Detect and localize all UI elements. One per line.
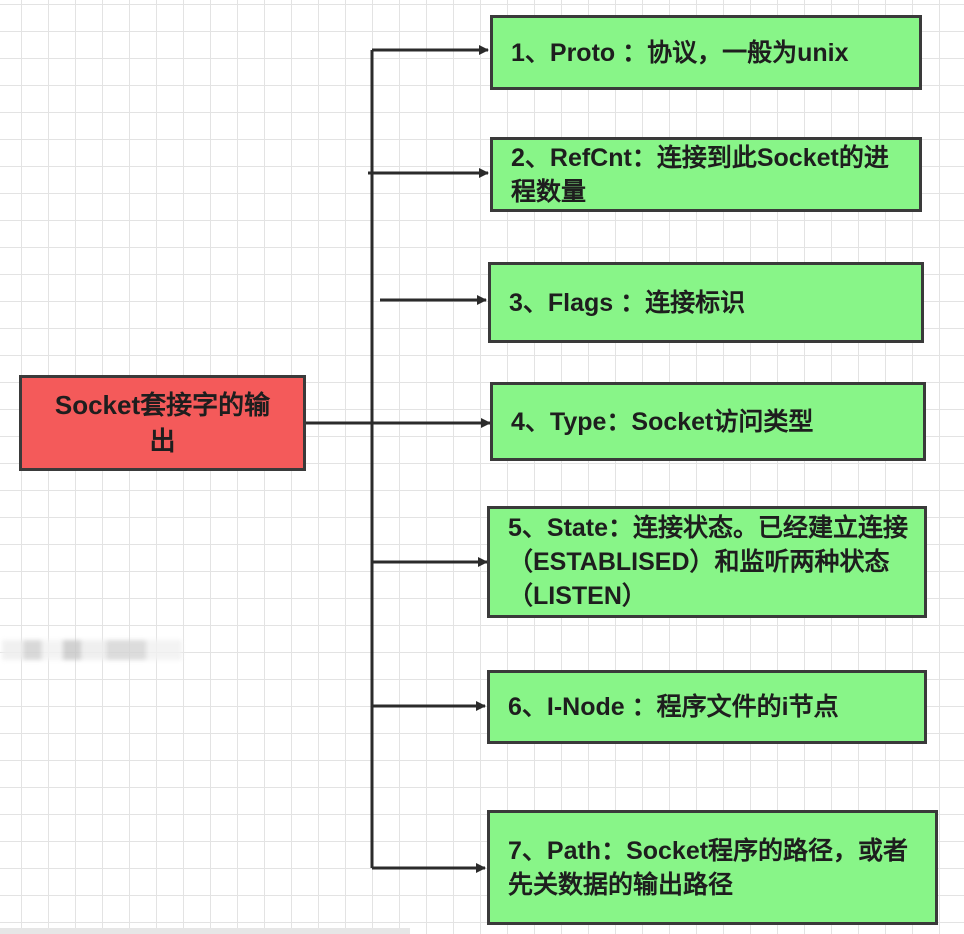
leaf-label-type: 4、Type：Socket访问类型 (511, 407, 814, 436)
horizontal-scrollbar[interactable] (0, 928, 410, 934)
leaf-node-path: 7、Path：Socket程序的路径，或者先关数据的输出路径 (487, 810, 938, 925)
leaf-node-state: 5、State：连接状态。已经建立连接（ESTABLISED）和监听两种状态（L… (487, 506, 927, 618)
root-label: Socket套接字的输出 (54, 390, 271, 456)
leaf-label-inode: 6、I-Node ：程序文件的i节点 (508, 693, 839, 721)
leaf-label-refcnt: 2、RefCnt：连接到此Socket的进程数量 (511, 143, 889, 206)
root-node: Socket套接字的输出 (19, 375, 306, 471)
blurred-watermark (2, 640, 182, 660)
leaf-node-flags: 3、Flags ：连接标识 (488, 262, 924, 343)
leaf-node-proto: 1、Proto ：协议，一般为unix (490, 15, 922, 90)
leaf-node-type: 4、Type：Socket访问类型 (490, 382, 926, 461)
leaf-label-state: 5、State：连接状态。已经建立连接（ESTABLISED）和监听两种状态（L… (508, 514, 909, 610)
leaf-label-flags: 3、Flags ：连接标识 (509, 288, 746, 317)
leaf-node-refcnt: 2、RefCnt：连接到此Socket的进程数量 (490, 137, 922, 212)
leaf-label-path: 7、Path：Socket程序的路径，或者先关数据的输出路径 (508, 836, 909, 899)
leaf-node-inode: 6、I-Node ：程序文件的i节点 (487, 670, 927, 744)
leaf-label-proto: 1、Proto ：协议，一般为unix (511, 38, 849, 67)
